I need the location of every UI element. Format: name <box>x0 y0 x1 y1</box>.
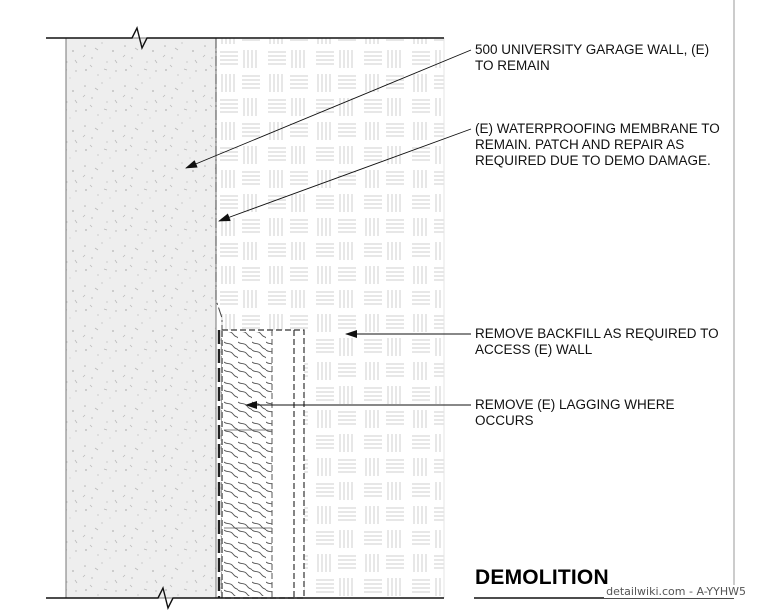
note-garage-wall: 500 UNIVERSITY GARAGE WALL, (E) TO REMAI… <box>475 42 710 73</box>
leader-1 <box>185 49 472 169</box>
lagging-boards <box>224 332 272 596</box>
garage-wall <box>65 37 217 599</box>
note-remove-lagging: REMOVE (E) LAGGING WHERE OCCURS <box>475 397 675 428</box>
note-remove-backfill: REMOVE BACKFILL AS REQUIRED TO ACCESS (E… <box>475 326 719 357</box>
detail-title: DEMOLITION <box>475 566 609 589</box>
leader-2 <box>218 128 472 222</box>
break-line-top <box>46 25 444 51</box>
note-waterproofing-membrane: (E) WATERPROOFING MEMBRANE TO REMAIN. PA… <box>475 121 720 168</box>
watermark-credit: detailwiki.com - A-YYHW5 <box>604 585 748 598</box>
break-line-bottom <box>46 585 444 611</box>
